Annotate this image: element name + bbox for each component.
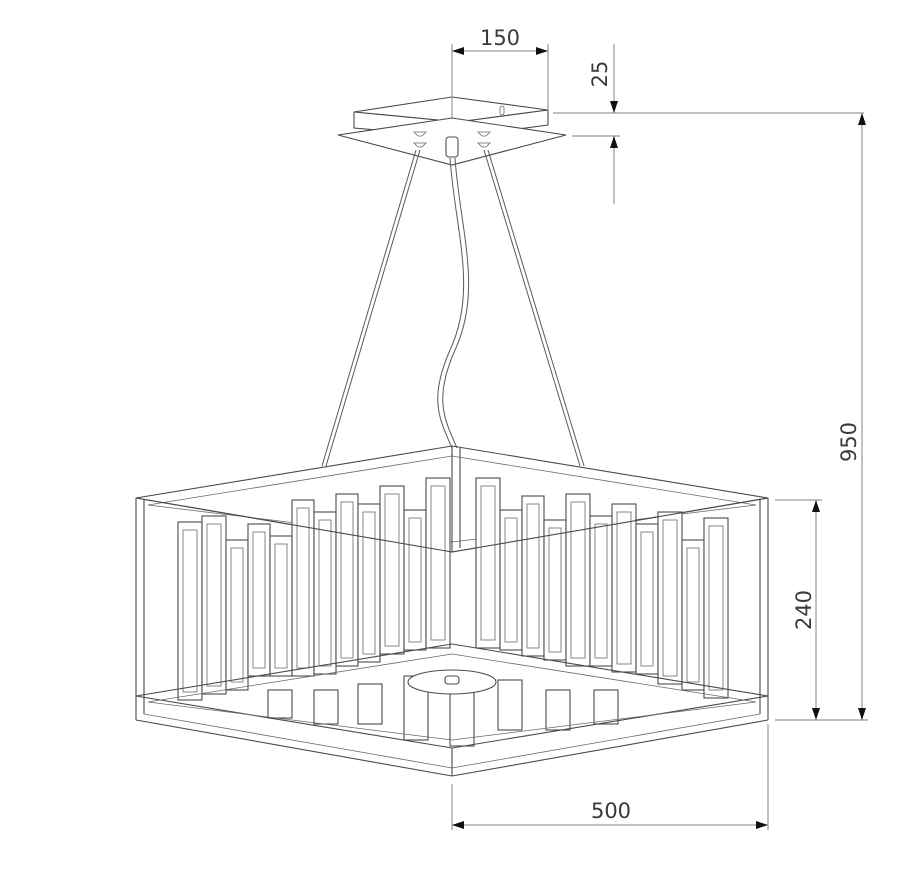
- ceiling-canopy: [337, 96, 567, 166]
- cord-grip: [445, 136, 459, 158]
- canopy-screw-left-icon: [413, 131, 427, 148]
- crystal-panels-right: [475, 477, 729, 699]
- dimension-canopy-height: 25: [553, 44, 864, 204]
- crystal-panels-lower: [267, 675, 619, 747]
- dim-label-25: 25: [588, 61, 612, 88]
- power-cord: [437, 157, 470, 449]
- dim-label-500: 500: [591, 799, 631, 823]
- dimension-canopy-width: 150: [451, 26, 549, 110]
- chandelier-body: [135, 445, 769, 777]
- dimension-body-height: 240: [775, 499, 822, 720]
- dim-label-950: 950: [837, 422, 861, 462]
- dim-label-150: 150: [480, 26, 520, 50]
- center-bottom-disc: [407, 669, 497, 695]
- dim-label-240: 240: [792, 590, 816, 630]
- suspension-cables: [321, 149, 585, 467]
- canopy-screw-right-icon: [477, 131, 491, 148]
- dimension-body-width: 500: [451, 724, 769, 830]
- dimension-total-height: 950: [775, 113, 868, 721]
